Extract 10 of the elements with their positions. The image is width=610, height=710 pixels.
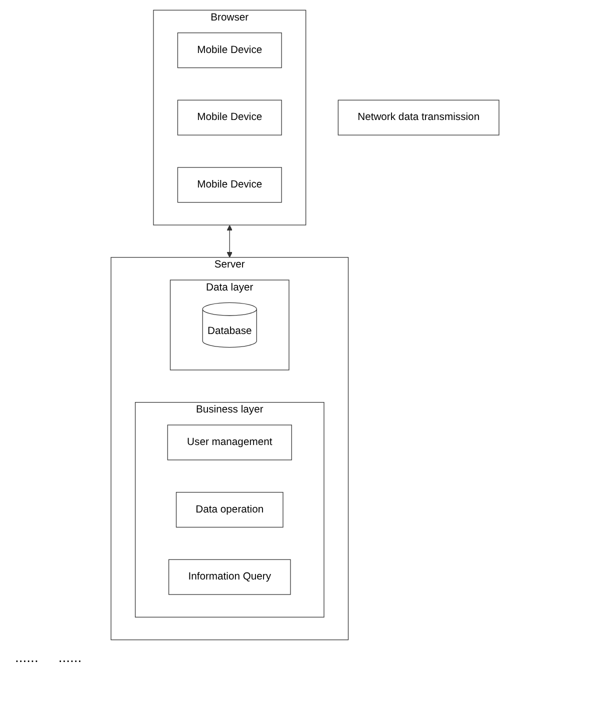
arrow — [226, 225, 232, 258]
node-box: Network data transmission — [338, 100, 500, 136]
node-box: Mobile Device — [177, 167, 282, 203]
ellipsis-text: ...... — [58, 649, 82, 665]
node-box: Information Query — [168, 559, 291, 595]
node-box: User management — [167, 424, 292, 460]
node-box: Data operation — [176, 492, 284, 528]
ellipsis-text: ...... — [15, 649, 38, 665]
node-box: Mobile Device — [177, 100, 282, 136]
node-box: Mobile Device — [177, 32, 282, 68]
